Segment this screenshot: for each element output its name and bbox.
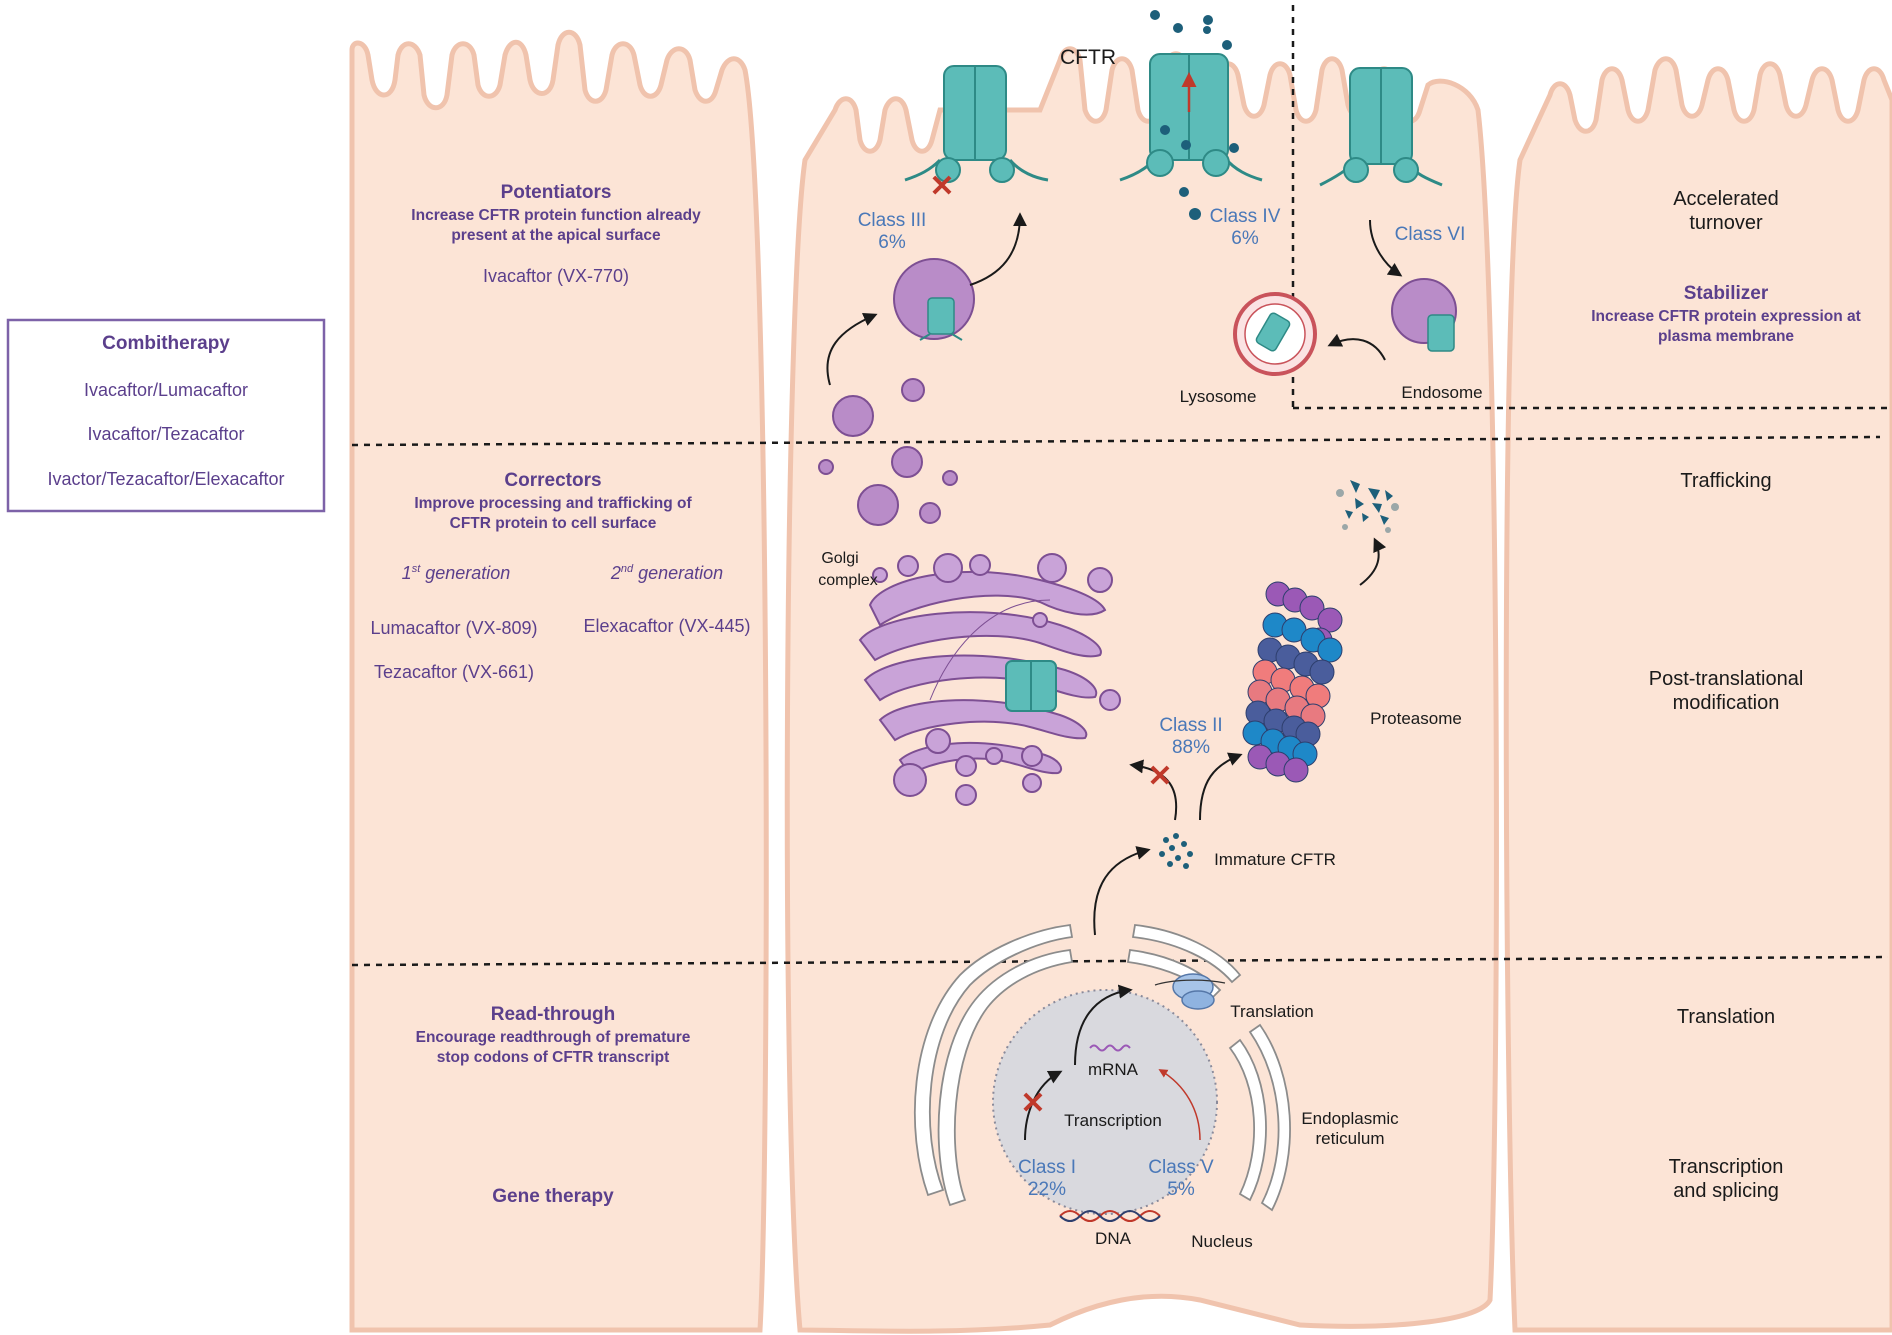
cftr-channel-class4 [1119, 53, 1263, 182]
trafficking-label: Trafficking [1680, 470, 1771, 492]
nucleus [992, 989, 1218, 1215]
dna-label: DNA [1095, 1229, 1132, 1248]
class1-name: Class I [1018, 1157, 1076, 1178]
potentiators-block: Potentiators Increase CFTR protein funct… [411, 182, 701, 286]
endosome-cftr [1427, 314, 1455, 352]
accelerated-line-1: Accelerated [1673, 188, 1779, 210]
accelerated-line-2: turnover [1689, 212, 1763, 234]
ribosome [1154, 973, 1226, 1010]
readthrough-title: Read-through [491, 1004, 616, 1025]
cftr-channel-class3 [904, 65, 1049, 183]
arrow-vesicle-up [826, 312, 878, 386]
class2-name: Class II [1159, 715, 1222, 736]
class1-x-mark: ✕ [1020, 1087, 1045, 1120]
class5-name: Class V [1148, 1157, 1214, 1178]
stabilizer-desc-1: Increase CFTR protein expression at [1591, 308, 1861, 325]
combitherapy-box: Combitherapy Ivacaftor/Lumacaftor Ivacaf… [6, 318, 326, 513]
potentiators-drug: Ivacaftor (VX-770) [483, 266, 629, 286]
translation-right-label: Translation [1677, 1006, 1775, 1028]
class3-x-mark: ✕ [929, 170, 954, 203]
combitherapy-item-2: Ivacaftor/Tezacaftor [87, 424, 244, 444]
golgi-cftr [1005, 660, 1057, 712]
arrow-class5-transcription [1158, 1069, 1201, 1141]
lumacaftor-drug: Lumacaftor (VX-809) [370, 618, 537, 638]
arrow-mrna-to-ribosome [1074, 984, 1133, 1066]
golgi-label-1: Golgi [821, 550, 858, 567]
cftr-label: CFTR [1060, 46, 1116, 69]
nucleus-label: Nucleus [1191, 1232, 1252, 1251]
potentiators-desc-2: present at the apical surface [451, 227, 661, 244]
readthrough-desc-1: Encourage readthrough of premature [416, 1029, 691, 1046]
class3-name: Class III [858, 210, 927, 231]
lysosome-label: Lysosome [1180, 387, 1257, 406]
class2-x-mark: ✕ [1147, 760, 1172, 793]
readthrough-block: Read-through Encourage readthrough of pr… [416, 1004, 691, 1207]
readthrough-desc-2: stop codons of CFTR transcript [437, 1049, 670, 1066]
combitherapy-item-3: Ivactor/Tezacaftor/Elexacaftor [47, 469, 284, 489]
ion-dots [1150, 10, 1239, 220]
golgi-vesicles [818, 446, 958, 526]
correctors-title: Correctors [504, 470, 601, 491]
class6-name: Class VI [1395, 224, 1466, 245]
left-cell [349, 29, 769, 1333]
class2-pct: 88% [1172, 737, 1210, 758]
ptm-line-1: Post-translational [1649, 668, 1804, 690]
potentiators-title: Potentiators [501, 182, 612, 203]
correctors-desc-2: CFTR protein to cell surface [450, 515, 657, 532]
proteasome-label: Proteasome [1370, 709, 1462, 728]
endosome-label: Endosome [1401, 383, 1482, 402]
right-cell [1503, 56, 1892, 1333]
arrow-to-lysosome [1327, 333, 1386, 361]
arrow-to-golgi-blocked [1129, 759, 1178, 821]
center-cell [784, 46, 1499, 1334]
combitherapy-item-1: Ivacaftor/Lumacaftor [84, 380, 248, 400]
class4-name: Class IV [1210, 206, 1281, 227]
arrow-to-endosome [1369, 219, 1403, 277]
proteasome [1242, 581, 1343, 783]
cftr-channel-class6 [1319, 67, 1443, 187]
protein-fragments [1336, 480, 1399, 533]
er-label-2: reticulum [1316, 1129, 1385, 1148]
vesicle-cftr [919, 297, 963, 341]
immature-cftr-cluster [1159, 833, 1193, 869]
transcription-line-2: and splicing [1673, 1180, 1779, 1202]
mrna-label: mRNA [1088, 1060, 1139, 1079]
dna-helix-icon [1059, 1210, 1161, 1222]
second-generation-label: 2nd generation [610, 563, 723, 583]
er-label-1: Endoplasmic [1301, 1109, 1399, 1128]
endoplasmic-reticulum [913, 923, 1291, 1212]
immature-cftr-label: Immature CFTR [1214, 850, 1336, 869]
potentiators-desc-1: Increase CFTR protein function already [411, 207, 701, 224]
gene-therapy-title: Gene therapy [492, 1186, 614, 1207]
arrow-to-immature [1093, 846, 1151, 936]
combitherapy-title: Combitherapy [102, 333, 230, 354]
correctors-block: Correctors Improve processing and traffi… [370, 470, 750, 682]
stabilizer-desc-2: plasma membrane [1658, 328, 1794, 345]
class3-pct: 6% [878, 232, 906, 253]
first-generation-label: 1st generation [402, 563, 511, 583]
arrow-to-membrane [969, 212, 1027, 286]
correctors-desc-1: Improve processing and trafficking of [414, 495, 692, 512]
transcription-line-1: Transcription [1669, 1156, 1784, 1178]
transcription-label: Transcription [1064, 1111, 1162, 1130]
mrna-icon [1089, 1044, 1131, 1052]
class1-pct: 22% [1028, 1179, 1066, 1200]
tezacaftor-drug: Tezacaftor (VX-661) [374, 662, 534, 682]
class5-pct: 5% [1167, 1179, 1195, 1200]
translation-label: Translation [1230, 1002, 1313, 1021]
section-dividers [351, 5, 1889, 967]
stabilizer-title: Stabilizer [1684, 283, 1769, 304]
arrow-proteasome-up [1359, 537, 1387, 586]
arrow-class1-transcription [1024, 1070, 1063, 1141]
class4-pct: 6% [1231, 228, 1259, 249]
golgi-label-2: complex [818, 572, 878, 589]
ptm-line-2: modification [1673, 692, 1780, 714]
elexacaftor-drug: Elexacaftor (VX-445) [583, 616, 750, 636]
lysosome-cftr [1255, 312, 1291, 352]
right-labels: Accelerated turnover Stabilizer Increase… [1591, 188, 1861, 1202]
arrow-to-proteasome [1199, 752, 1243, 821]
